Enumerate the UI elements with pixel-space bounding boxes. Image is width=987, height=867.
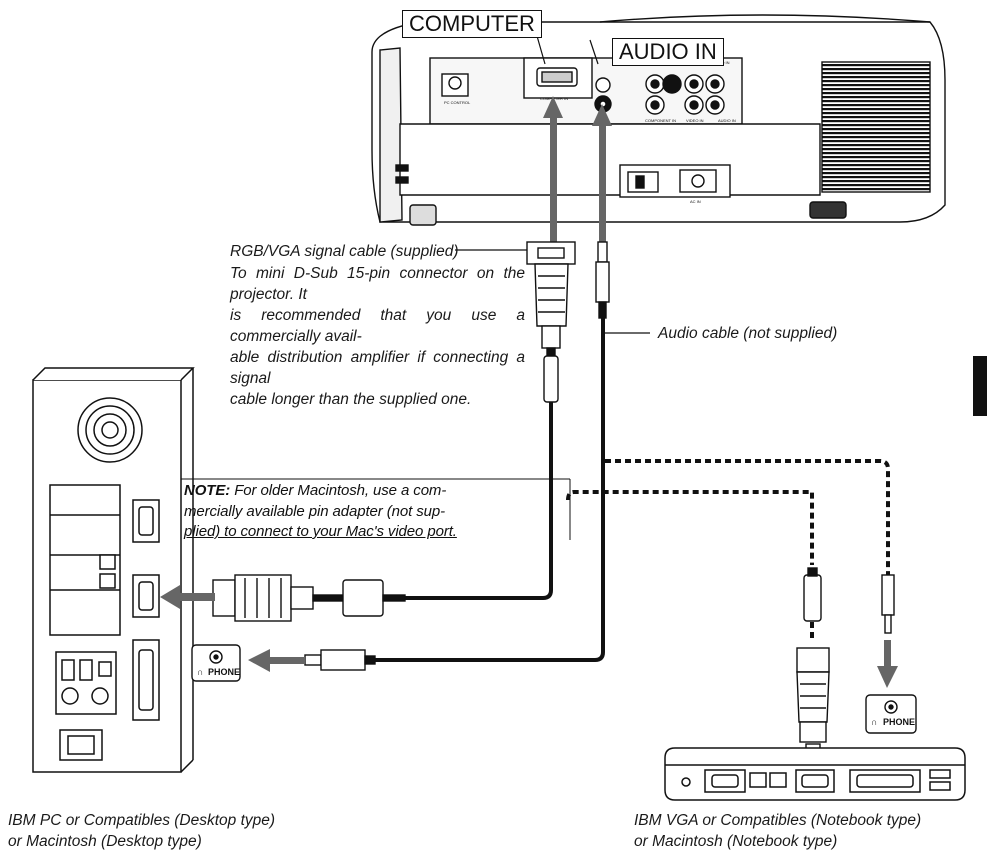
audio-plug-notebook <box>881 574 895 634</box>
vga-plug-desktop <box>212 574 406 622</box>
pc-control-label: PC CONTROL <box>444 100 471 105</box>
audio-cable-label: Audio cable (not supplied) <box>658 325 838 342</box>
svg-text:∩: ∩ <box>197 667 204 677</box>
arrow-to-notebook-phone <box>877 640 898 688</box>
arrow-to-desktop-vga <box>160 585 215 609</box>
note-block: NOTE: For older Macintosh, use a com- me… <box>184 482 457 540</box>
vga-plug-notebook <box>796 647 830 753</box>
audio-in-label: AUDIO IN <box>612 38 724 66</box>
arrow-to-computer-in <box>543 96 563 242</box>
note-head: NOTE: <box>184 482 231 499</box>
desktop-pc <box>32 367 195 773</box>
cable-audio-desktop <box>375 318 605 662</box>
projector: PC CONTROL COMPUTER IN COMPONENT IN VIDE… <box>371 14 946 226</box>
cable-vga-notebook <box>566 490 814 640</box>
cable-vga-desktop <box>405 402 553 600</box>
rgb-cable-title: RGB/VGA signal cable (supplied) <box>230 243 459 260</box>
arrow-to-desktop-phone <box>248 649 305 672</box>
notebook-pc <box>664 747 966 801</box>
desktop-caption: IBM PC or Compatibles (Desktop type) or … <box>8 812 276 850</box>
audio-plug-top <box>595 241 610 319</box>
svg-text:∩: ∩ <box>871 717 878 727</box>
page-tab <box>973 356 987 416</box>
component-in-label: COMPONENT IN <box>645 118 676 123</box>
audio-in-rl-label: AUDIO IN <box>718 118 736 123</box>
video-in-label: VIDEO IN <box>686 118 704 123</box>
phone-label-desktop: PHONE <box>208 667 240 677</box>
phone-jack-desktop: PHONE ∩ <box>191 644 241 682</box>
ac-in-label: AC IN <box>690 199 701 204</box>
cable-audio-notebook <box>605 459 890 575</box>
phone-label-notebook: PHONE <box>883 717 915 727</box>
arrow-to-audio-in <box>592 104 612 242</box>
notebook-caption: IBM VGA or Compatibles (Notebook type) o… <box>634 812 922 850</box>
vga-plug-top <box>526 241 576 403</box>
audio-plug-desktop <box>304 649 376 671</box>
rgb-cable-description: To mini D-Sub 15-pin connector on the pr… <box>230 265 525 408</box>
ferrite-notebook <box>803 567 822 622</box>
computer-label: COMPUTER <box>402 10 542 38</box>
phone-jack-notebook: PHONE ∩ <box>865 694 917 734</box>
